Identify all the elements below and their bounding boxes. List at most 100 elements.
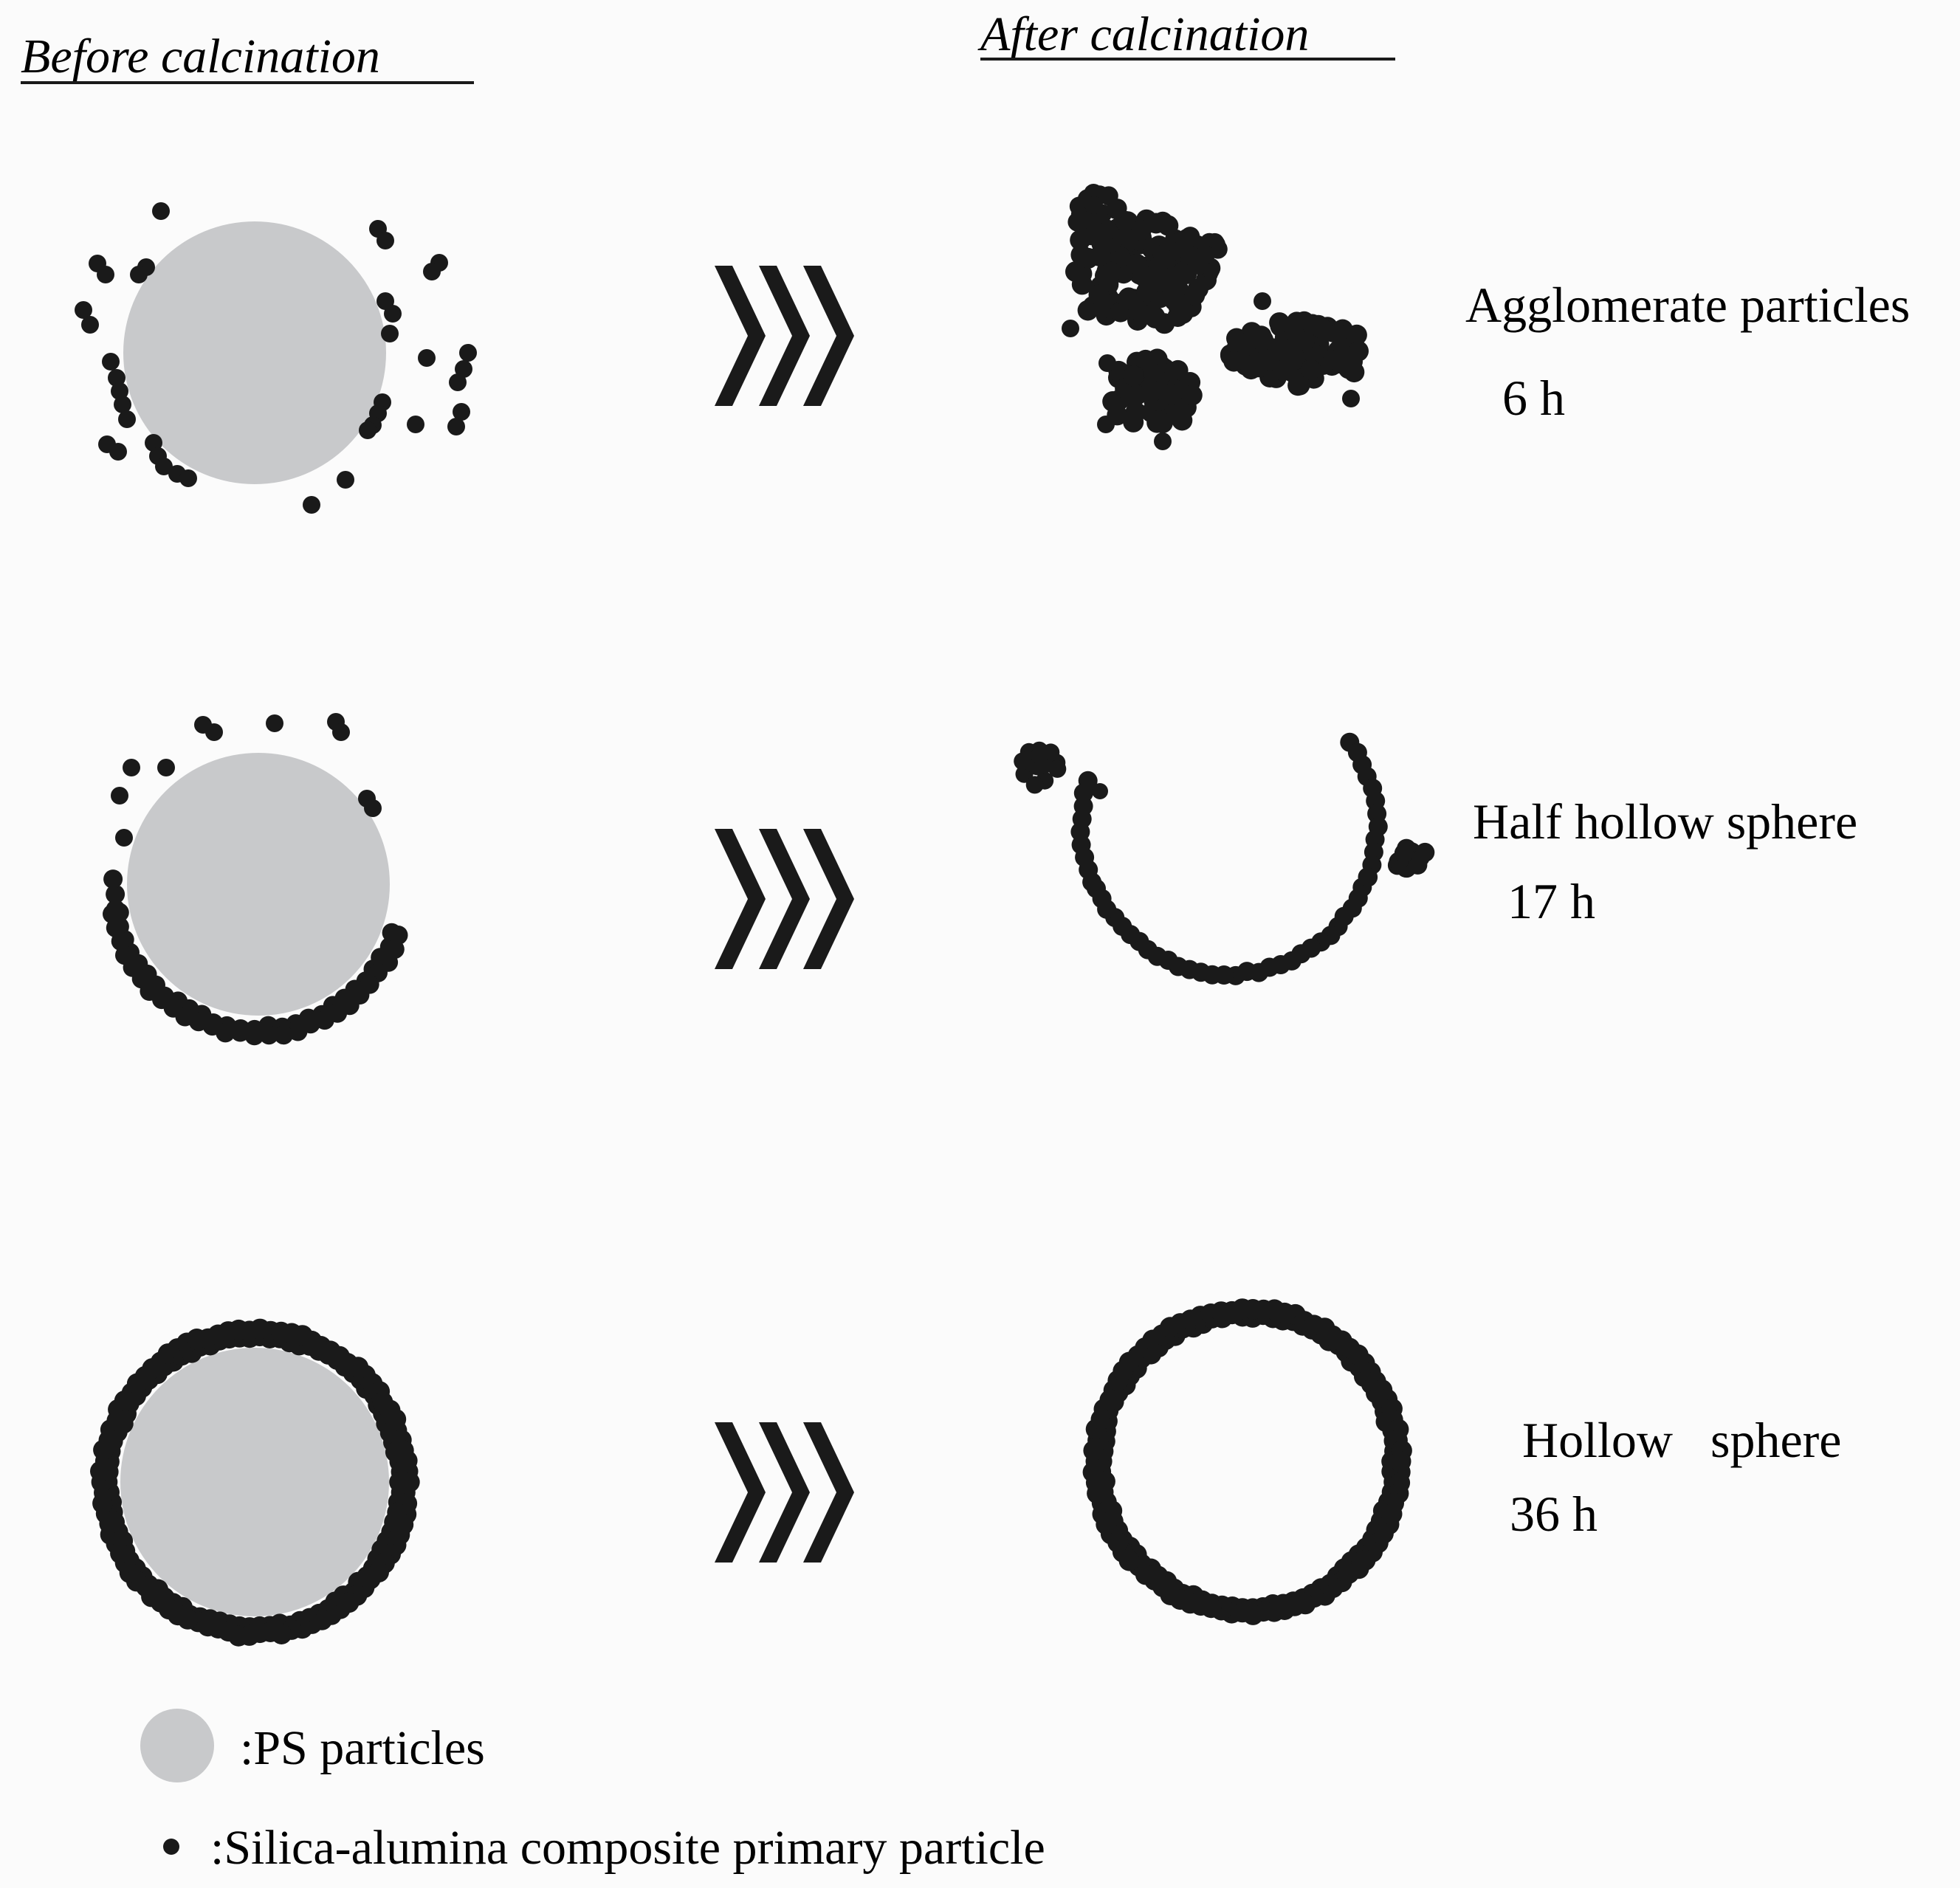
primary-particle: [157, 759, 175, 776]
primary-particle: [453, 403, 470, 421]
agglomerate-particle: [1348, 340, 1369, 362]
chevron-1: [715, 1422, 766, 1563]
agglomerate-particle: [1286, 311, 1307, 333]
primary-particle: [1092, 783, 1108, 799]
ps-particle-icon: [140, 1709, 214, 1782]
primary-particle: [364, 799, 382, 817]
legend: :PS particles :Silica-alumina composite …: [140, 1709, 1045, 1875]
ps-sphere-row1: [123, 221, 386, 484]
primary-particle: [303, 496, 320, 514]
agglomerate-particle: [1136, 281, 1157, 303]
primary-particle: [1254, 292, 1271, 310]
primary-particle: [106, 900, 125, 920]
agglomerate-particle: [1123, 365, 1144, 387]
primary-particle: [1342, 390, 1360, 407]
agglomerate-particle: [1130, 220, 1152, 241]
ps-sphere-row2: [127, 753, 390, 1016]
agglomerate-particle: [1088, 284, 1110, 306]
primary-particle: [155, 458, 173, 475]
primary-particle: [81, 316, 99, 334]
primary-particle: [152, 202, 170, 220]
row3-time: 36 h: [1510, 1486, 1598, 1542]
primary-particle: [447, 418, 465, 435]
agglomerate-particle: [1394, 844, 1414, 863]
primary-particle: [359, 421, 376, 439]
primary-particle: [111, 382, 128, 400]
agglomerate-particle: [1072, 210, 1092, 230]
primary-particle: [376, 232, 394, 249]
primary-particle: [332, 723, 350, 741]
primary-particle: [274, 1025, 294, 1045]
agglomerate-particle: [1272, 360, 1293, 382]
primary-particle: [407, 416, 424, 433]
agglomerate-particle: [1152, 413, 1173, 434]
chevron-3: [803, 1422, 854, 1563]
triple-chevron-arrow-icon: [715, 829, 854, 969]
agglomerate-particle: [1125, 402, 1146, 423]
chevron-3: [803, 266, 854, 406]
chevron-3: [803, 829, 854, 969]
primary-particle: [1097, 416, 1115, 433]
primary-particle: [108, 369, 125, 387]
triple-chevron-arrow-icon: [715, 1422, 854, 1563]
primary-particle: [381, 325, 399, 342]
agglomerate-particle: [1159, 272, 1180, 294]
agglomerate-particle: [1415, 842, 1435, 862]
primary-particle: [1078, 771, 1098, 790]
agglomerate-particle: [1327, 323, 1349, 345]
primary-particle: [106, 884, 125, 904]
primary-particle: [111, 787, 128, 805]
chevron-2: [759, 1422, 810, 1563]
header-before: Before calcination: [21, 30, 380, 83]
primary-particle: [459, 344, 477, 362]
primary-particle: [266, 714, 283, 732]
primary-particle: [1085, 196, 1103, 214]
chevron-2: [759, 829, 810, 969]
primary-particle: [109, 443, 127, 461]
primary-particle: [1098, 354, 1116, 372]
agglomerate-particle: [1101, 261, 1122, 283]
agglomerate-particle: [1132, 265, 1154, 286]
agglomerate-particle: [1142, 380, 1163, 402]
primary-particle: [179, 469, 197, 487]
agglomerate-particle: [1078, 247, 1099, 269]
agglomerate-particle: [1183, 247, 1203, 266]
agglomerate-particle: [1025, 776, 1044, 794]
ps-sphere-row3: [120, 1348, 389, 1616]
primary-particle: [115, 829, 133, 847]
row2-time: 17 h: [1507, 873, 1595, 929]
agglomerate-particle: [1184, 285, 1206, 306]
primary-particle: [1358, 867, 1378, 887]
primary-particle: [130, 266, 148, 283]
row2-result: Half hollow sphere: [1473, 793, 1857, 850]
agglomerate-particle: [1161, 384, 1183, 405]
row1-time: 6 h: [1502, 370, 1565, 426]
row1-result: Agglomerate particles: [1465, 277, 1910, 333]
primary-particle: [337, 471, 354, 489]
primary-particle: [97, 266, 114, 283]
chevron-1: [715, 266, 766, 406]
agglomerate-particle: [1152, 211, 1173, 232]
agglomerate-particle: [1223, 351, 1245, 372]
primary-particle: [118, 410, 136, 428]
agglomerate-particle: [1326, 349, 1347, 371]
agglomerate-particle: [1126, 385, 1147, 406]
agglomerate-particle: [1253, 329, 1274, 351]
row3-result: Hollow sphere: [1522, 1412, 1841, 1468]
primary-particle: [449, 373, 467, 391]
arrows: [715, 266, 854, 1563]
agglomerate-particle: [1346, 324, 1367, 345]
primary-particle: [399, 1472, 420, 1492]
agglomerate-particle: [1031, 746, 1049, 765]
primary-particle: [1154, 433, 1172, 450]
primary-particle-icon: [163, 1839, 179, 1855]
agglomerate-particle: [1301, 314, 1323, 335]
agglomerate-particle: [1300, 359, 1321, 380]
triple-chevron-arrow-icon: [715, 266, 854, 406]
primary-particle: [423, 263, 441, 280]
agglomerate-particle: [1167, 306, 1189, 327]
agglomerate-particle: [1177, 264, 1197, 284]
legend-silica: :Silica-alumina composite primary partic…: [210, 1821, 1045, 1875]
primary-particle: [418, 349, 436, 367]
